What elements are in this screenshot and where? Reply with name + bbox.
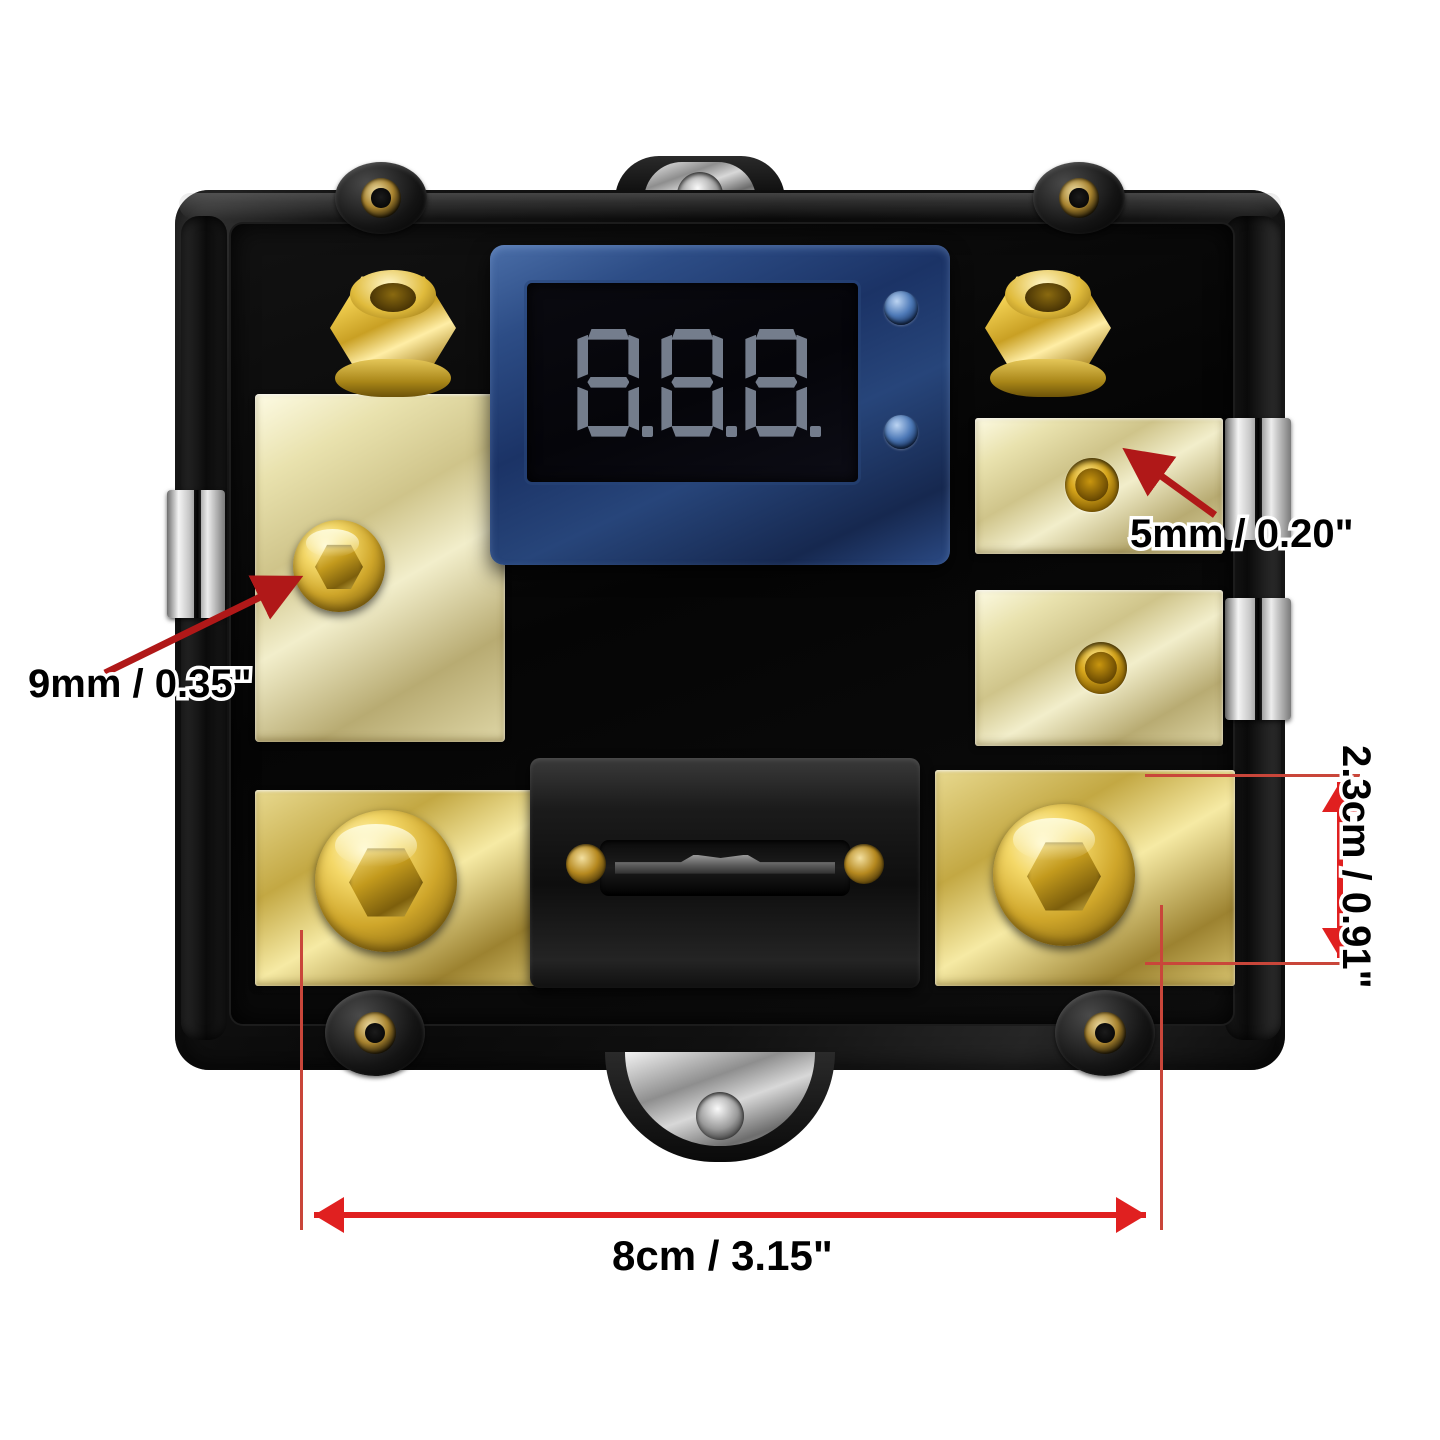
fuse-rivet-right [844,844,884,884]
segment-b [628,334,640,379]
corner-mount-ear-bottom-right [1055,990,1155,1076]
label-width-outline: 8cm / 3.15" [609,1229,837,1283]
corner-screw-hole-top-left [361,178,401,218]
seven-segment-digit-3 [745,328,822,437]
segment-f [661,334,673,379]
terminal-screw-left-upper [293,520,385,612]
segment-a [755,328,798,340]
annotation-arrow-5mm [1122,447,1218,518]
port-seam [193,490,201,618]
annotation-arrow-9mm [103,575,304,677]
label-width-wrap: 8cm / 3.15" 8cm / 3.15" [609,1229,837,1283]
hex-nut-bore [1025,283,1071,313]
screw-highlight [305,529,360,557]
bottom-center-mount-tab [605,1052,835,1162]
screw-highlight [1012,818,1096,861]
ext-line-width-right [1160,905,1163,1230]
segment-a [671,328,714,340]
seven-segment-digit-2 [661,328,738,437]
decimal-point [810,425,822,437]
corner-mount-ear-top-left [335,162,427,234]
seven-segment-display [527,283,858,481]
label-5mm-wrap: 5mm / 0.20" 5mm / 0.20" [1127,509,1358,560]
label-width: 8cm / 3.15" [612,1232,833,1279]
segment-c [712,386,724,431]
fuse-view-window [600,840,850,896]
segment-b [712,334,724,379]
voltmeter-display-bezel [526,283,858,482]
segment-c [628,386,640,431]
ext-line-height-top [1145,774,1360,777]
label-height-wrap: 2.3cm / 0.91" 2.3cm / 0.91" [1331,742,1382,993]
anl-fuse-bottom [530,758,920,988]
corner-screw-hole-top-right [1059,178,1099,218]
corner-mount-ear-top-right [1033,162,1125,234]
corner-screw-hole-bottom-left [354,1012,396,1054]
threaded-hole-right-upper [1065,458,1119,512]
label-9mm-outline: 9mm / 0.35" [25,659,256,710]
terminal-screw-left-lower [315,810,457,952]
corner-screw-hole-bottom-right [1084,1012,1126,1054]
cable-port-right-upper [1225,418,1291,540]
voltmeter-screw-bottom [883,415,918,449]
digital-voltmeter-module[interactable] [490,245,950,565]
fuse-rivet-left [566,844,606,884]
segment-e [745,386,757,431]
fuse-element [615,854,835,874]
segment-g [587,376,630,388]
cable-port-left-upper [167,490,225,618]
dimension-arrow-width [314,1197,1146,1233]
hex-nut-upper-right [985,269,1111,398]
port-seam [1255,598,1263,720]
port-seam [1255,418,1263,540]
terminal-screw-right-lower [993,804,1135,946]
label-5mm: 5mm / 0.20" [1130,512,1354,556]
decimal-point [642,425,654,437]
segment-g [755,376,798,388]
label-5mm-outline: 5mm / 0.20" [1127,509,1358,560]
screw-highlight [334,824,418,867]
hex-nut-upper-left [330,269,456,398]
segment-d [587,425,630,437]
segment-d [755,425,798,437]
decimal-point [726,425,738,437]
dimension-arrow-height [1322,782,1358,958]
cable-port-right-lower [1225,598,1291,720]
bottom-mount-tab-hole [696,1092,744,1140]
label-9mm: 9mm / 0.35" [28,662,252,706]
segment-g [671,376,714,388]
segment-d [671,425,714,437]
voltmeter-screw-top [883,291,918,325]
seven-segment-digit-1 [577,328,654,437]
segment-e [661,386,673,431]
threaded-hole-right-lower [1075,642,1127,694]
segment-b [796,334,808,379]
corner-mount-ear-bottom-left [325,990,425,1076]
segment-e [577,386,589,431]
ext-line-width-left [300,930,303,1230]
segment-f [577,334,589,379]
segment-c [796,386,808,431]
segment-f [745,334,757,379]
segment-a [587,328,630,340]
label-height: 2.3cm / 0.91" [1334,745,1378,989]
ext-line-height-bottom [1145,962,1360,965]
hex-nut-base-washer [335,359,451,398]
label-9mm-wrap: 9mm / 0.35" 9mm / 0.35" [25,659,256,710]
hex-nut-bore [370,283,416,313]
hex-nut-base-washer [990,359,1106,398]
